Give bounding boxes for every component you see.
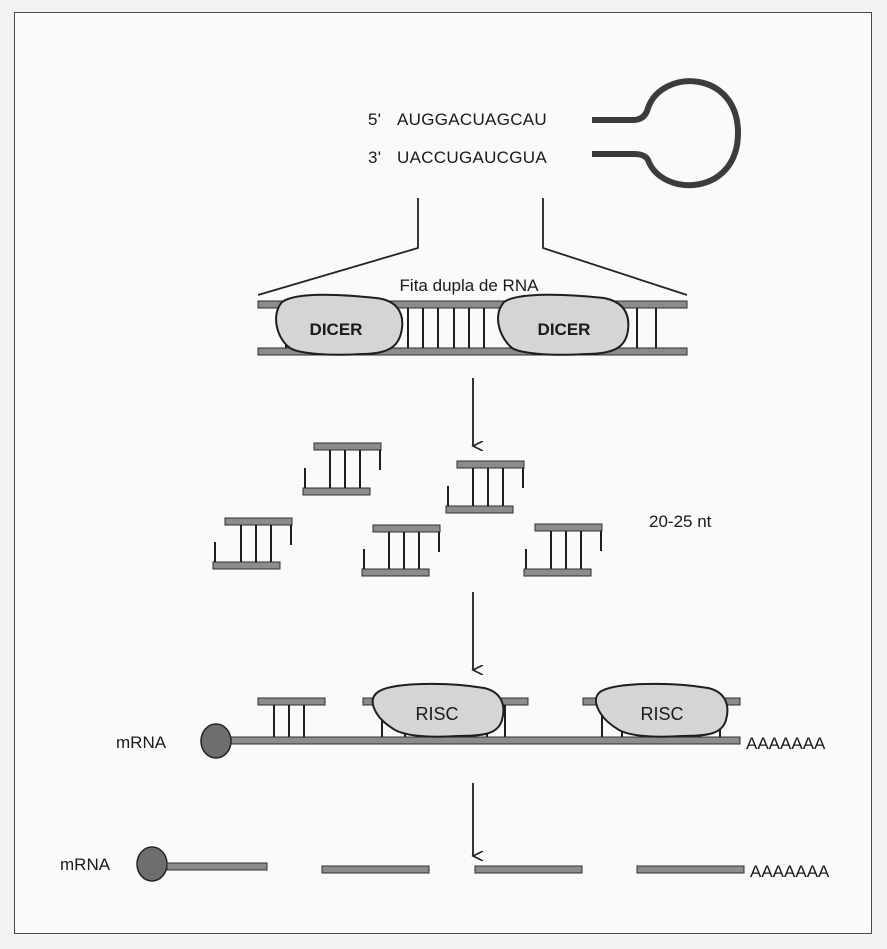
mrna-strand — [217, 736, 741, 745]
dicer-enzyme-2 — [497, 293, 630, 356]
sequence-5-prime: AUGGACUAGCAU — [397, 110, 547, 129]
risc-label-2: RISC — [640, 704, 683, 724]
risc-complex-2 — [595, 682, 729, 738]
sirna-fragment — [361, 524, 441, 577]
mrna-fragment — [636, 865, 745, 874]
sirna-length-label: 20-25 nt — [649, 512, 712, 531]
cleaved-mrna-row: mRNA AAAAAAA — [60, 846, 830, 882]
mrna-fragment — [474, 865, 583, 874]
sirna-fragment — [445, 460, 525, 514]
risc-complex-1 — [371, 682, 505, 738]
sirna-fragment — [212, 517, 293, 570]
mrna-fragment — [166, 862, 268, 871]
risc-label-1: RISC — [415, 704, 458, 724]
mrna-label-2: mRNA — [60, 855, 111, 874]
sirna-fragment — [302, 442, 382, 496]
zoom-line-right — [542, 198, 688, 296]
sequence-3-prime: UACCUGAUCGUA — [397, 148, 547, 167]
dicer-label-1: DICER — [310, 320, 363, 339]
dsrna-duplex: DICER DICER — [257, 293, 688, 356]
dsrna-bottom-strand — [257, 347, 688, 356]
mrna-fragment — [321, 865, 430, 874]
five-prime-label: 5' — [368, 110, 381, 129]
bound-sirna-free — [257, 697, 326, 737]
three-prime-label: 3' — [368, 148, 381, 167]
dicer-enzyme-1 — [275, 293, 404, 356]
sirna-fragment — [523, 523, 603, 577]
mrna-5-cap-cleaved — [136, 846, 168, 882]
dsrna-top-strand — [257, 300, 688, 309]
mrna-5-cap — [200, 723, 232, 759]
hairpin-rna: 5' AUGGACUAGCAU 3' UACCUGAUCGUA — [368, 78, 741, 189]
dsrna-title: Fita dupla de RNA — [400, 276, 540, 295]
zoom-line-left — [257, 198, 419, 296]
dicer-label-2: DICER — [538, 320, 591, 339]
polya-tail-2: AAAAAAA — [750, 862, 830, 881]
zoom-lines — [257, 198, 688, 296]
mrna-risc-row: mRNA AAAAAAA RISC RISC — [116, 682, 826, 759]
mrna-label-1: mRNA — [116, 733, 167, 752]
hairpin-loop — [592, 78, 741, 189]
polya-tail-1: AAAAAAA — [746, 734, 826, 753]
